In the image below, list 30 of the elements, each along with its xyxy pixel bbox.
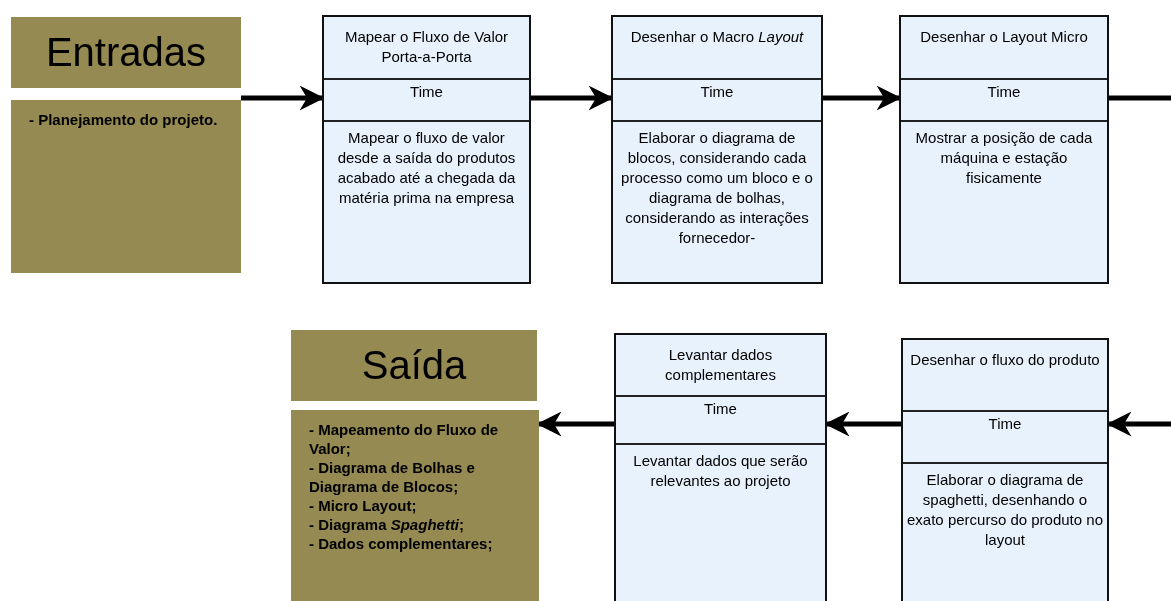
step-description: Elaborar o diagrama de blocos, considerando cada processo como um bloco e o diagrama de bolhas, considerando as interações fornecedor- (620, 128, 814, 248)
list-item: - Diagrama de Bolhas e Diagrama de Blocos; (309, 458, 476, 496)
step-title: Desenhar o Layout Micro (901, 17, 1107, 80)
process-box (901, 338, 1109, 601)
step-title: Mapear o Fluxo de Valor Porta-a-Porta (324, 17, 529, 80)
list-item: - Mapeamento do Fluxo de Valor; (309, 420, 500, 458)
team-label: Time (324, 80, 529, 122)
step-description: Elaborar o diagrama de spaghetti, desenhando o exato percurso do produto no layout (906, 470, 1104, 550)
team-label: Time (901, 80, 1107, 122)
section-heading: Saída (291, 330, 537, 401)
process-box (899, 15, 1109, 284)
team-label: Time (616, 397, 825, 445)
summary-panel (291, 410, 539, 601)
process-box (614, 333, 827, 601)
team-label: Time (903, 412, 1107, 464)
list-item: - Dados complementares; (309, 534, 494, 553)
step-title: Desenhar o Macro Layout (613, 17, 821, 80)
list-item: - Diagrama Spaghetti; (309, 515, 466, 534)
list-item: - Planejamento do projeto. (29, 110, 219, 129)
step-description: Mostrar a posição de cada máquina e estação fisicamente (914, 128, 1094, 188)
summary-panel (11, 100, 241, 273)
step-title: Levantar dados complementares (616, 335, 825, 397)
step-description: Mapear o fluxo de valor desde a saída do produtos acabado até a chegada da matéria prima na empresa (336, 128, 517, 208)
process-box (611, 15, 823, 284)
team-label: Time (613, 80, 821, 122)
section-heading: Entradas (11, 17, 241, 88)
step-title: Desenhar o fluxo do produto (903, 340, 1107, 412)
process-box (322, 15, 531, 284)
step-description: Levantar dados que serão relevantes ao projeto (632, 451, 809, 491)
list-item: - Micro Layout; (309, 496, 418, 515)
